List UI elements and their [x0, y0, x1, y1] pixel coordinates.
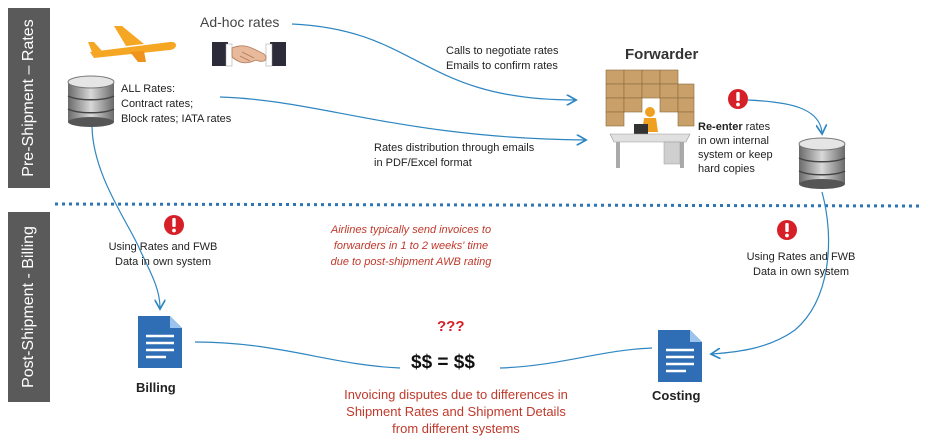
- reenter-text: Re-enter rates in own internal system or…: [698, 120, 773, 176]
- right-using-text: Using Rates and FWB Data in own system: [736, 250, 866, 280]
- arrow-rates-to-forwarder: [219, 96, 585, 140]
- dispute-line-2: Shipment Rates and Shipment Details: [346, 404, 566, 419]
- question-marks: ???: [437, 318, 465, 335]
- forwarder-warehouse-icon: [605, 69, 695, 168]
- arrow-adhoc-to-forwarder: [291, 23, 575, 100]
- calls-line-2: Emails to confirm rates: [446, 60, 558, 72]
- airlines-note: Airlines typically send invoices to forw…: [296, 222, 526, 270]
- airlines-note-line-3: due to post-shipment AWB rating: [330, 256, 492, 268]
- reenter-line-1: Re-enter rates: [698, 120, 773, 134]
- equation-text: $$ = $$: [411, 352, 475, 373]
- dispute-text: Invoicing disputes due to differences in…: [316, 386, 596, 437]
- forwarder-title: Forwarder: [625, 46, 699, 63]
- billing-label: Billing: [136, 380, 176, 395]
- all-rates-line-1: ALL Rates:: [121, 83, 176, 95]
- reenter-line-3: system or keep: [698, 149, 773, 161]
- airlines-note-line-2: forwarders in 1 to 2 weeks' time: [333, 240, 489, 252]
- arrow-forwarder-to-db: [747, 99, 822, 133]
- left-using-text: Using Rates and FWB Data in own system: [98, 240, 228, 270]
- airlines-note-line-1: Airlines typically send invoices to: [330, 224, 492, 236]
- left-using-line-2: Data in own system: [115, 256, 211, 268]
- post-shipment-band: Post-Shipment - Billing: [8, 212, 50, 402]
- reenter-line-4: hard copies: [698, 163, 755, 175]
- calls-text: Calls to negotiate rates Emails to confi…: [446, 44, 559, 74]
- airplane-icon: [88, 26, 176, 62]
- alert-icon: [728, 89, 748, 109]
- pre-shipment-band: Pre-Shipment – Rates: [8, 8, 50, 188]
- right-using-line-2: Data in own system: [753, 266, 849, 278]
- costing-label: Costing: [652, 388, 701, 403]
- adhoc-rates-label: Ad-hoc rates: [200, 14, 280, 30]
- alert-icon: [777, 220, 797, 240]
- alert-icon: [164, 215, 184, 235]
- all-rates-line-2: Contract rates;: [121, 98, 194, 110]
- section-divider: [54, 202, 923, 208]
- link-billing-equation: [194, 341, 401, 369]
- forwarder-database-icon: [798, 137, 846, 189]
- distribution-line-2: in PDF/Excel format: [374, 157, 472, 169]
- reenter-line-2: in own internal: [698, 135, 769, 147]
- arrow-db-to-costing: [712, 191, 830, 354]
- airline-database-icon: [67, 75, 115, 127]
- all-rates-line-3: Block rates; IATA rates: [121, 113, 232, 125]
- handshake-icon: [212, 42, 286, 67]
- distribution-text: Rates distribution through emails in PDF…: [374, 141, 534, 171]
- left-using-line-1: Using Rates and FWB: [108, 241, 218, 253]
- calls-line-1: Calls to negotiate rates: [446, 45, 559, 57]
- right-using-line-1: Using Rates and FWB: [746, 251, 856, 263]
- all-rates-text: ALL Rates: Contract rates; Block rates; …: [121, 82, 231, 127]
- arrow-db-to-billing: [91, 124, 160, 308]
- reenter-bold: Re-enter: [698, 121, 743, 133]
- billing-document-icon: [138, 316, 182, 368]
- dispute-line-1: Invoicing disputes due to differences in: [344, 387, 568, 402]
- costing-document-icon: [658, 330, 702, 382]
- distribution-line-1: Rates distribution through emails: [374, 142, 535, 154]
- dispute-line-3: from different systems: [392, 421, 520, 436]
- reenter-rest: rates: [742, 121, 771, 133]
- link-equation-costing: [499, 347, 653, 369]
